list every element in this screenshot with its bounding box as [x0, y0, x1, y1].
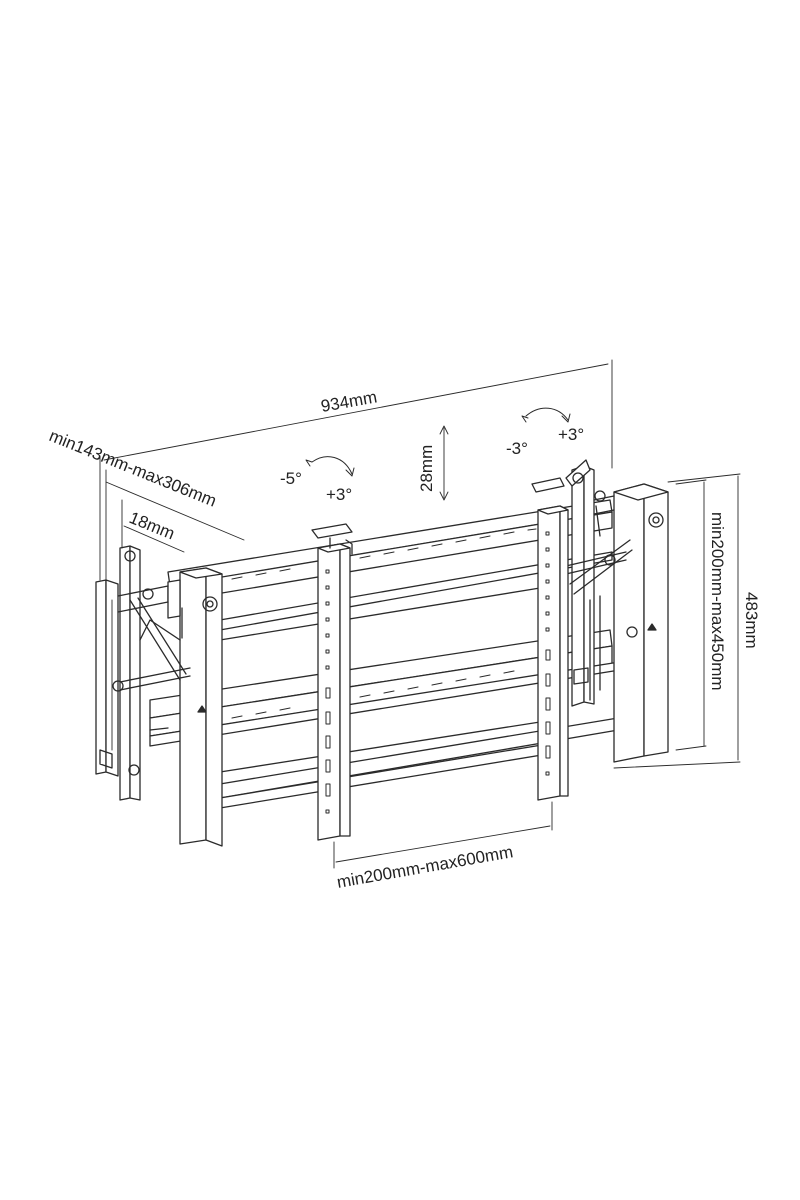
tilt-left-negative-label: -5° [280, 469, 302, 488]
total-width-label: 934mm [319, 387, 378, 416]
right-pop-out-mechanism [531, 459, 638, 707]
height-label: 483mm [742, 592, 761, 649]
tilt-arcs [305, 407, 571, 477]
vertical-vesa-label: min200mm-max450mm [708, 512, 727, 691]
horizontal-rails [149, 499, 633, 809]
horizontal-vesa-label: min200mm-max600mm [335, 842, 514, 892]
tilt-left-positive-label: +3° [326, 485, 352, 504]
left-vesa-bracket [311, 523, 353, 841]
right-wall-column [613, 483, 669, 763]
dimension-lines [99, 359, 741, 869]
right-vesa-bracket [537, 505, 569, 801]
left-wall-column [167, 567, 223, 847]
micro-adjust-label: 28mm [417, 445, 436, 492]
left-pop-out-mechanism [95, 545, 191, 801]
tilt-right-negative-label: -3° [506, 439, 528, 458]
tilt-right-positive-label: +3° [558, 425, 584, 444]
depth-range-label: min143mm-max306mm [47, 426, 220, 511]
